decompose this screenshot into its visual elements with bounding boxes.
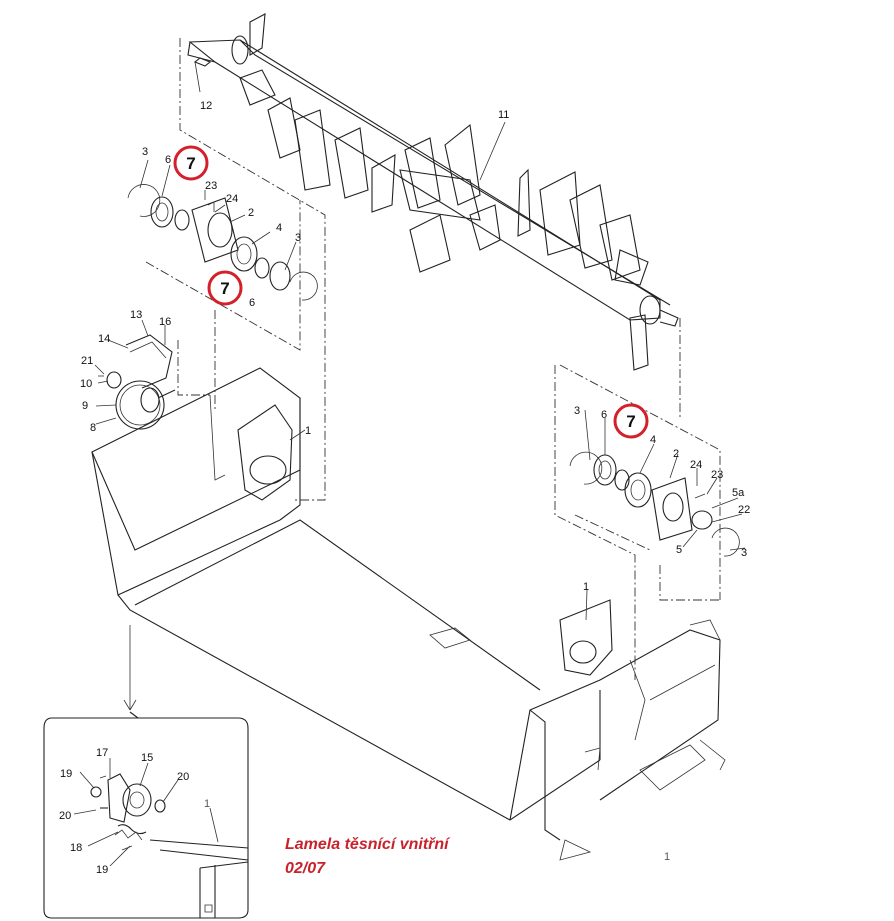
part-label: 2	[248, 207, 254, 219]
highlight-ring	[613, 403, 649, 439]
part-label: 1	[204, 798, 210, 810]
left-bearing-assembly	[127, 184, 318, 301]
part-label: 4	[650, 434, 656, 446]
part-label: 6	[601, 409, 607, 421]
flange-right	[559, 599, 613, 676]
frame-body	[91, 367, 726, 861]
part-label: 15	[141, 752, 153, 764]
highlight-ring	[173, 145, 209, 181]
part-label: 11	[498, 109, 509, 121]
highlight-ring	[207, 270, 243, 306]
part-label: 24	[226, 193, 238, 205]
part-label: 14	[98, 333, 110, 345]
part-label: 20	[59, 810, 71, 822]
part-label: 22	[738, 504, 750, 516]
rotor-shaft	[187, 13, 679, 371]
part-label: 3	[142, 146, 148, 158]
part-label: 3	[741, 547, 747, 559]
part-label: 6	[249, 297, 255, 309]
detail-inset	[43, 711, 249, 919]
part-label: 19	[60, 768, 72, 780]
part-label: 19	[96, 864, 108, 876]
part-label: 10	[80, 378, 92, 390]
dash-lines	[145, 38, 721, 680]
part-label: 8	[90, 422, 96, 434]
part-label: 1	[583, 581, 589, 593]
part-label: 9	[82, 400, 88, 412]
leader-lines	[94, 61, 746, 711]
part-label: 5a	[732, 487, 745, 499]
part-label: 3	[574, 405, 580, 417]
part-label: 3	[295, 232, 301, 244]
flange-left	[237, 404, 293, 501]
callout-7: 7	[186, 154, 195, 173]
sprocket-group	[98, 334, 176, 430]
right-bearing-assembly	[569, 451, 740, 557]
part-label: 12	[200, 100, 212, 112]
callout-7: 7	[626, 412, 635, 431]
part-labels: 12 11 3 6 23 24 2 4 3 6 13 16 14 21 10 9…	[59, 100, 750, 876]
part-label: 16	[159, 316, 171, 328]
part-label: 20	[177, 771, 189, 783]
part-label: 5	[676, 544, 682, 556]
part-label: 24	[690, 459, 702, 471]
part-label: 6	[165, 154, 171, 166]
part-label: 23	[711, 469, 723, 481]
callout-7: 7	[220, 279, 229, 298]
part-label: 1	[664, 851, 670, 863]
highlight-callouts: 7 7 7	[173, 145, 649, 439]
part-label: 4	[276, 222, 282, 234]
part-label: 23	[205, 180, 217, 192]
caption-title: Lamela těsnící vnitřní	[285, 836, 449, 853]
part-label: 18	[70, 842, 82, 854]
part-label: 21	[81, 355, 93, 367]
part-label: 13	[130, 309, 142, 321]
part-label: 17	[96, 747, 108, 759]
caption-date: 02/07	[285, 860, 326, 877]
part-label: 2	[673, 448, 679, 460]
part-label: 1	[305, 425, 311, 437]
